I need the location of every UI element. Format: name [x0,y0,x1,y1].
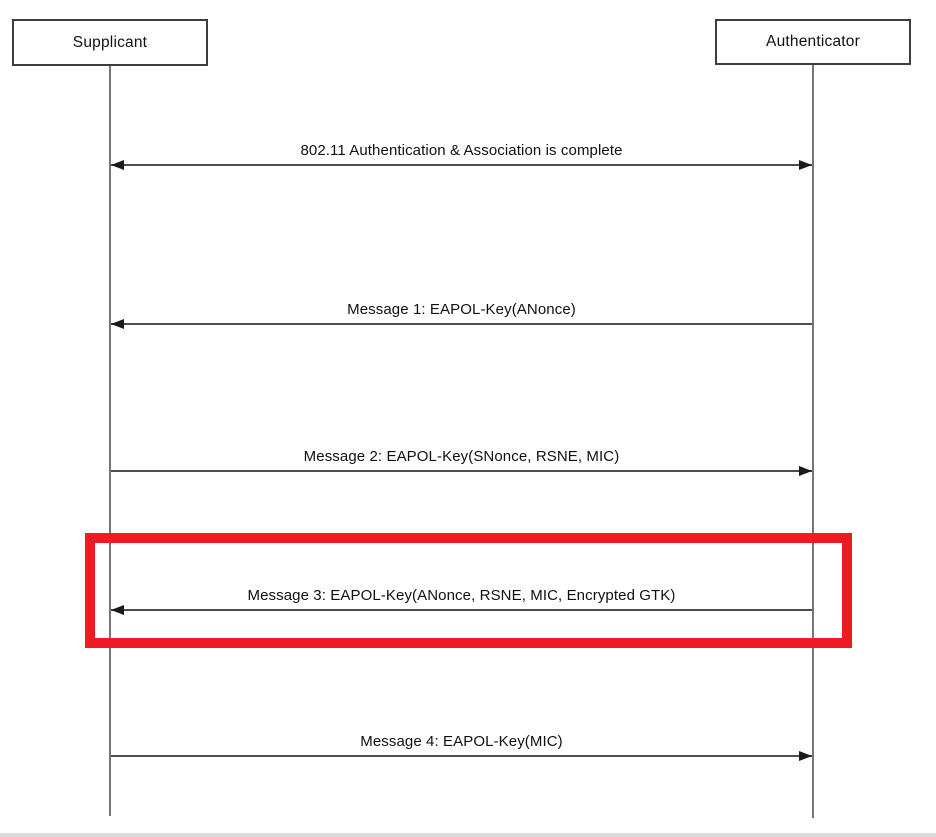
message-label: Message 1: EAPOL-Key(ANonce) [347,301,576,318]
arrowhead-left-icon [111,319,124,329]
message-row-msg4: Message 4: EAPOL-Key(MIC) [111,733,812,761]
authenticator-box: Authenticator [715,19,911,65]
arrowhead-right-icon [799,466,812,476]
message-line [111,160,812,170]
bottom-edge-artifact [0,833,936,837]
message-line [111,319,812,329]
arrowhead-right-icon [799,751,812,761]
message-line [111,751,812,761]
arrowhead-left-icon [111,605,124,615]
message-label: Message 3: EAPOL-Key(ANonce, RSNE, MIC, … [247,587,676,604]
message-line [111,466,812,476]
message-row-msg1: Message 1: EAPOL-Key(ANonce) [111,301,812,329]
supplicant-box: Supplicant [12,19,208,66]
arrowhead-left-icon [111,160,124,170]
authenticator-lifeline [812,65,814,818]
message-row-msg2: Message 2: EAPOL-Key(SNonce, RSNE, MIC) [111,448,812,476]
message-label: 802.11 Authentication & Association is c… [300,142,623,159]
message-row-auth-assoc: 802.11 Authentication & Association is c… [111,142,812,170]
message-label: Message 4: EAPOL-Key(MIC) [360,733,563,750]
arrowhead-right-icon [799,160,812,170]
message-row-msg3: Message 3: EAPOL-Key(ANonce, RSNE, MIC, … [111,587,812,615]
message-line [111,605,812,615]
authenticator-label: Authenticator [766,33,860,50]
supplicant-label: Supplicant [72,33,148,51]
supplicant-lifeline [109,66,111,816]
message-label: Message 2: EAPOL-Key(SNonce, RSNE, MIC) [303,448,620,465]
